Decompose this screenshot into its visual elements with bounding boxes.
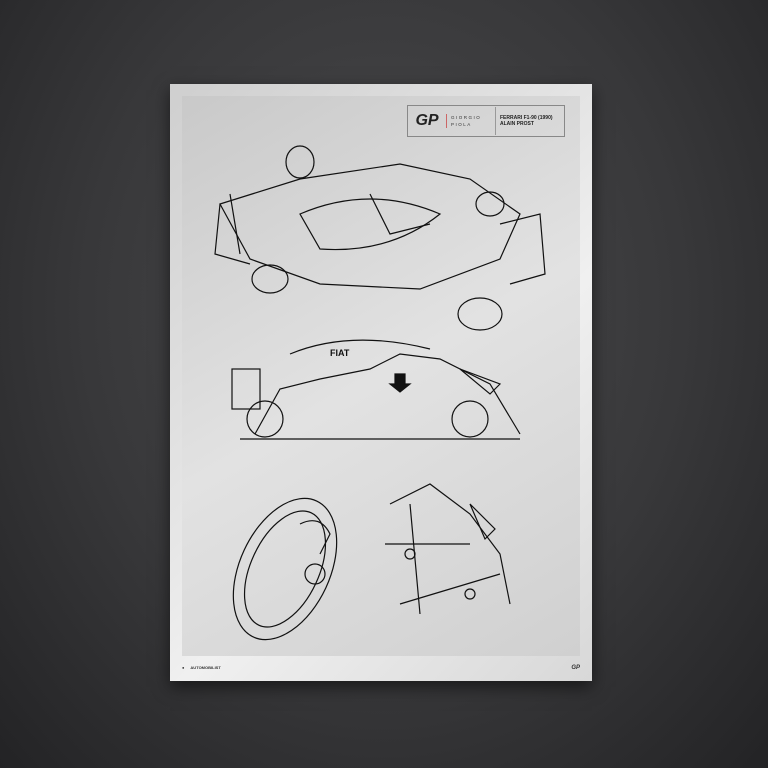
driver-name: ALAIN PROST: [500, 121, 534, 127]
technical-drawings: FIAT: [214, 145, 546, 641]
suspension-detail-drawing: [385, 483, 511, 615]
footer-left: ● AUTOMOBILIST: [182, 665, 221, 670]
divider: [495, 107, 496, 135]
footer-gp-logo: GP: [571, 665, 580, 671]
title-box: GP GIORGIO PIOLA FERRARI F1-90 (1990) AL…: [407, 105, 565, 137]
publisher-badge-icon: ●: [182, 665, 185, 670]
car-title: FERRARI F1-90 (1990): [500, 115, 553, 121]
poster-artwork-area: [182, 96, 580, 656]
steering-wheel-drawing: [232, 497, 338, 641]
brand-name: GIORGIO PIOLA: [446, 114, 491, 128]
car-side-drawing: [231, 339, 521, 440]
poster: GP GIORGIO PIOLA FERRARI F1-90 (1990) AL…: [170, 84, 592, 681]
brand-line-2: PIOLA: [451, 122, 472, 127]
giorgio-piola-logo: GP: [415, 112, 439, 129]
car-3d-drawing: [214, 145, 546, 331]
publisher-name: AUTOMOBILIST: [190, 665, 221, 670]
footer-right: GP: [571, 665, 580, 671]
car-info: FERRARI F1-90 (1990) ALAIN PROST: [500, 115, 553, 127]
poster-footer: ● AUTOMOBILIST GP: [170, 656, 592, 681]
fiat-livery-text: FIAT: [330, 348, 350, 358]
brand-line-1: GIORGIO: [451, 115, 482, 120]
